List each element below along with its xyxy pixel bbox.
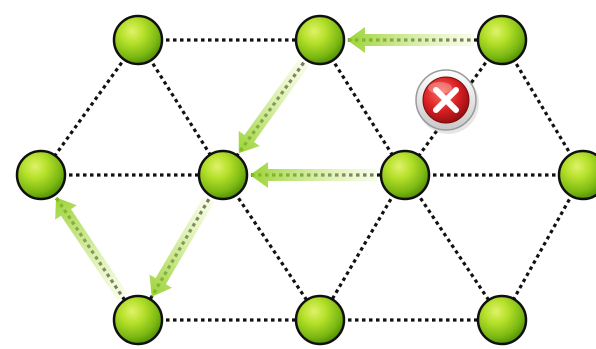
edge-n5-n9 (221, 174, 322, 321)
cross-mark-icon (433, 87, 459, 113)
blocked-cross-icon (415, 69, 479, 134)
node-n2 (294, 14, 346, 66)
node-n1 (112, 14, 164, 66)
node-n8 (112, 294, 164, 346)
node-n10 (476, 294, 528, 346)
node-n7 (557, 149, 596, 201)
route-arrow-n6-to-n5 (250, 162, 377, 188)
route-arrow-n8-to-n4 (55, 197, 128, 301)
route-arrow-n2-to-n5 (238, 59, 309, 154)
nodes-layer (15, 14, 596, 346)
arrows-layer (55, 27, 474, 301)
node-n3 (476, 14, 528, 66)
edge-n3-n7 (500, 39, 585, 176)
node-n6 (379, 149, 431, 201)
edge-n6-n10 (403, 174, 504, 321)
node-n5 (197, 149, 249, 201)
edge-n6-n9 (318, 174, 407, 321)
blocked-icon-highlight (428, 82, 452, 94)
node-n9 (294, 294, 346, 346)
route-arrow-n3-to-n2 (347, 27, 474, 53)
route-arrow-n5-to-n8 (149, 196, 214, 297)
edge-n2-n6 (318, 39, 407, 176)
node-n4 (15, 149, 67, 201)
edge-n1-n5 (136, 39, 225, 176)
